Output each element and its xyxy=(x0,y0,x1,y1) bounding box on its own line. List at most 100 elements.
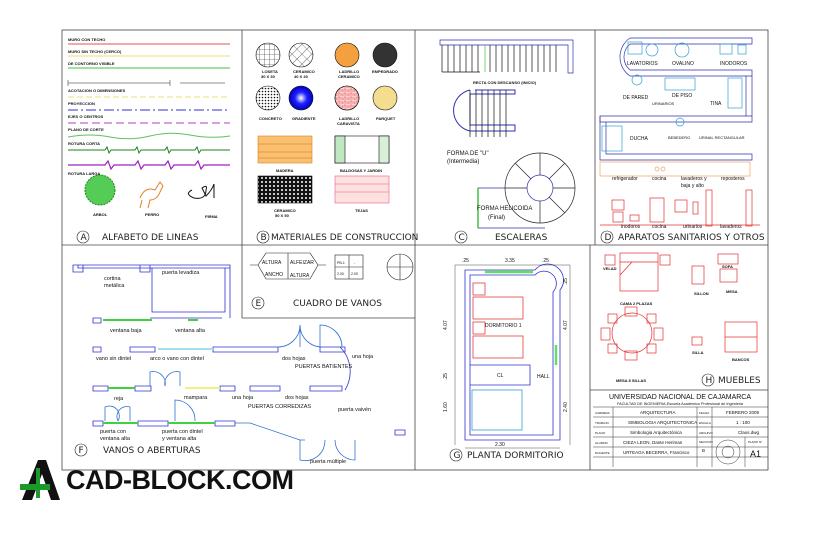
field-label: ARCHIVO xyxy=(699,431,713,435)
furniture-label: SOFA xyxy=(722,264,733,269)
material-label: LOSETA xyxy=(262,69,278,74)
dimension-label: .25 xyxy=(542,258,549,264)
material-label: LADRILLO xyxy=(339,116,359,121)
room-label: HALL xyxy=(537,374,550,380)
field-value: ARQUITECTURA xyxy=(640,410,676,415)
material-label: GRADIENTE xyxy=(292,116,316,121)
panel-c-stairs xyxy=(439,39,576,244)
opening-label: metálica xyxy=(104,283,125,289)
line-label: MURO SIN TECHO (CERCO) xyxy=(68,49,122,54)
opening-label: cortina xyxy=(104,276,121,282)
sheet-number: A1 xyxy=(750,449,761,459)
opening-label: dos hojas xyxy=(285,395,309,401)
panel-a-line-alphabet xyxy=(67,43,231,244)
field-label: CARRERA xyxy=(595,411,610,415)
room-label: DORMITORIO 1 xyxy=(485,323,522,329)
field-label: ALUMNO xyxy=(595,441,609,445)
material-label: 40 X 40 xyxy=(294,74,309,79)
field-value: B xyxy=(702,448,705,453)
panel-letter: E xyxy=(256,299,262,309)
fixture-label: inodoros xyxy=(621,224,641,230)
fixture-label: BEBEDERO xyxy=(668,135,690,140)
panel-frame xyxy=(61,29,769,471)
panel-f-openings xyxy=(72,264,406,461)
material-label: CERAMICO xyxy=(274,208,296,213)
dimension-label: 3.35 xyxy=(505,258,515,264)
field-value: Simbologia Arquitectónica xyxy=(630,430,682,435)
fixture-label: URINARIOS xyxy=(652,101,675,106)
material-label: PARQUET xyxy=(376,116,396,121)
panel-title: PLANTA DORMITORIO xyxy=(467,451,564,461)
panel-letter: H xyxy=(706,376,713,386)
field-label: FECHA xyxy=(699,411,709,415)
fixture-label: DE PARED xyxy=(623,95,649,101)
field-value: URTEAGA BECERRA, Francisco xyxy=(623,450,690,455)
material-label: EMPEDRADO xyxy=(372,69,398,74)
fixture-label: DUCHA xyxy=(630,136,648,142)
field-value: Claos.dwg xyxy=(738,430,760,435)
opening-label: reja xyxy=(114,396,124,402)
field-value: FEBRERO 2009 xyxy=(726,410,760,415)
vano-label: ALTURA xyxy=(262,260,282,266)
field-label: ESCALA xyxy=(699,421,711,425)
dimension-label: 2.40 xyxy=(563,402,569,412)
fixture-label: lavaderos xyxy=(720,224,742,230)
dimension-label: .25 xyxy=(443,373,449,380)
item-label: PERRO xyxy=(145,212,159,217)
furniture-label: BANCOS xyxy=(732,357,750,362)
line-label: PROYECCION xyxy=(68,101,95,106)
vano-label: ANCHO xyxy=(265,272,283,278)
fixture-label: LAVATORIOS xyxy=(627,61,658,67)
material-label: 30 X 30 xyxy=(261,74,276,79)
panel-title: VANOS O ABERTURAS xyxy=(103,446,201,456)
field-label: PLANO xyxy=(595,431,606,435)
field-value: SIMBOLOGIA ARQUITECTONICA xyxy=(628,420,697,425)
panel-title: ESCALERAS xyxy=(495,233,548,243)
fixture-label: DE PISO xyxy=(672,93,692,99)
fixture-label: refrigerador xyxy=(612,176,638,182)
vano-label: - xyxy=(354,261,356,265)
panel-title: MATERIALES DE CONSTRUCCION xyxy=(271,233,418,243)
opening-label: puerta vaivén xyxy=(338,407,371,413)
material-label: CERAMICO xyxy=(293,69,315,74)
line-label: DE CONTORNO VISIBLE xyxy=(68,61,115,66)
furniture-label: MESA 8 SILLAS xyxy=(616,378,646,383)
field-label: SECCION xyxy=(699,440,713,444)
opening-label: puerta múltiple xyxy=(310,459,346,465)
panel-letter: F xyxy=(79,446,84,456)
fixture-label: lavaderos y xyxy=(681,176,707,182)
opening-label: PUERTAS BATIENTES xyxy=(295,364,352,370)
university-name: UNIVERSIDAD NACIONAL DE CAJAMARCA xyxy=(609,394,751,401)
panel-title: CUADRO DE VANOS xyxy=(293,299,382,309)
material-label: MADERA xyxy=(276,168,294,173)
dimension-label: .25 xyxy=(462,258,469,264)
item-label: ARBOL xyxy=(93,212,108,217)
panel-letter: C xyxy=(459,233,465,243)
panel-g-bedroom-plan xyxy=(449,263,571,462)
dimension-label: 1.60 xyxy=(443,402,449,412)
field-value: 1 : 100 xyxy=(736,420,750,425)
panel-letter: G xyxy=(454,451,461,461)
material-label: BALDOSAS Y JARDIN xyxy=(340,168,382,173)
furniture-label: MESA xyxy=(726,289,738,294)
line-label: MURO CON TECHO xyxy=(68,37,105,42)
material-label: CARAVISTA xyxy=(337,121,360,126)
signature-symbol xyxy=(188,183,215,199)
opening-label: puerta con dintel xyxy=(162,429,203,435)
opening-label: ventana alta xyxy=(100,436,131,442)
panel-title: MUEBLES xyxy=(718,376,761,386)
dimension-label: 4.07 xyxy=(563,320,569,330)
line-label: EJES O CENTROS xyxy=(68,114,103,119)
opening-label: ventana alta xyxy=(175,328,206,334)
opening-label: una hoja xyxy=(352,354,374,360)
fixture-label: OVALINO xyxy=(672,61,694,67)
stair-label: RECTA CON DESCANSO (INICIO) xyxy=(473,80,537,85)
dimension-label: .25 xyxy=(563,278,569,285)
panel-title: APARATOS SANITARIOS Y OTROS xyxy=(618,233,765,243)
material-label: CERAMICO xyxy=(338,74,360,79)
dimension-label: 2.30 xyxy=(495,442,505,448)
panel-e-opening-table xyxy=(250,252,414,310)
panel-title: ALFABETO DE LINEAS xyxy=(102,233,199,243)
opening-label: arco o vano con dintel xyxy=(150,356,204,362)
line-label: ROTURA LARGA xyxy=(68,171,100,176)
